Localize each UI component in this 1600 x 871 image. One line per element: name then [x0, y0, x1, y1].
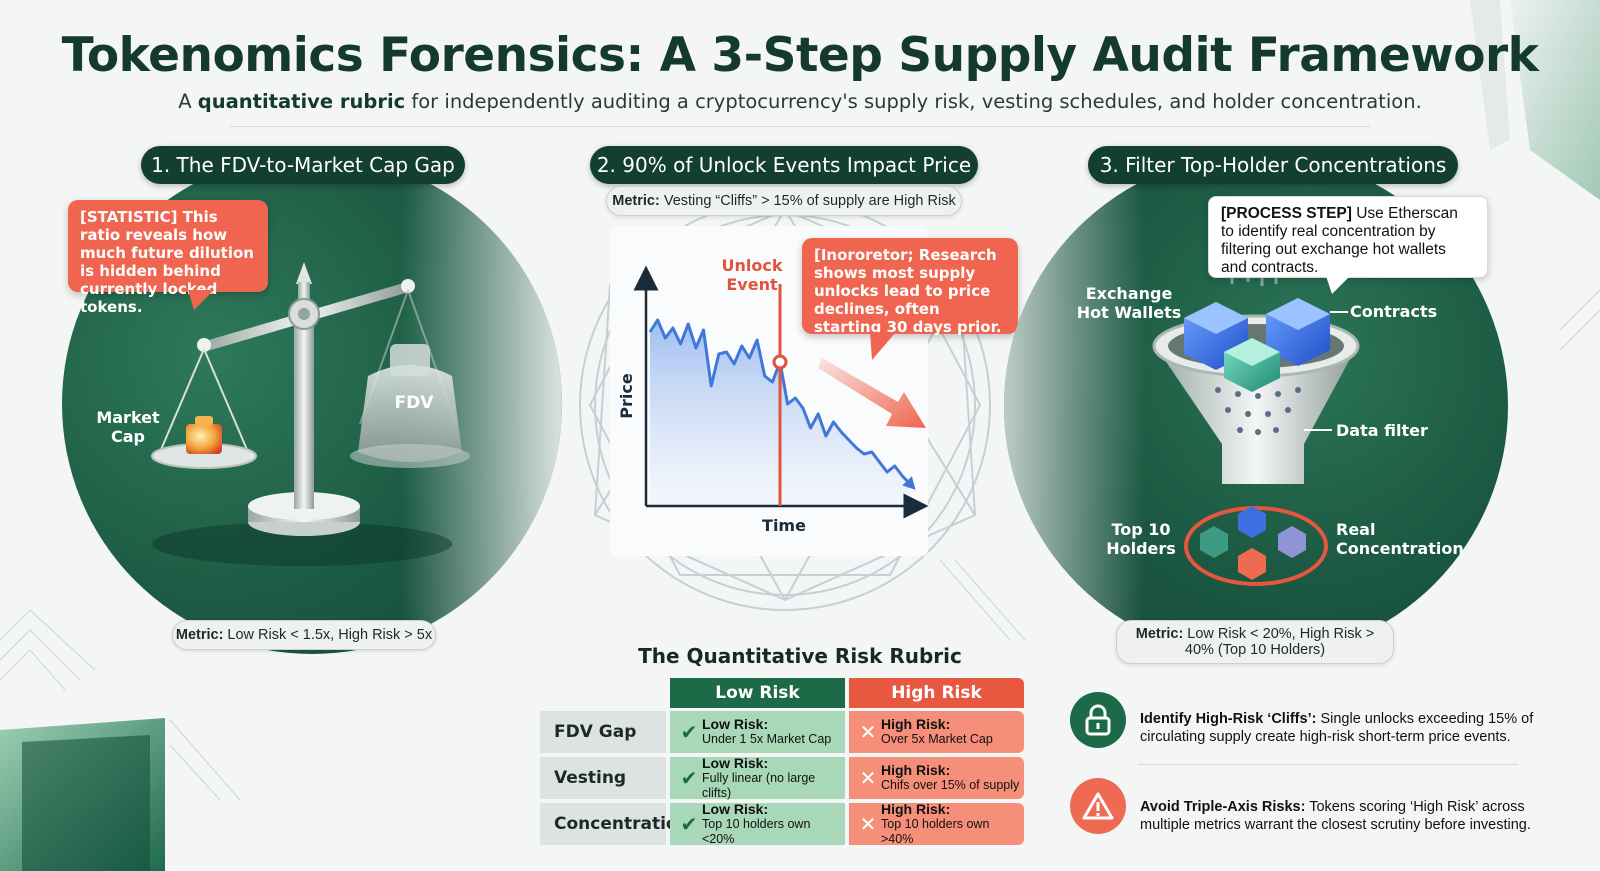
rubric-cell-high: ✕High Risk:Top 10 holders own >40% — [849, 801, 1024, 846]
market-cap-label: Market Cap — [96, 408, 160, 446]
callout-tail — [188, 290, 214, 310]
rubric-cell-low: ✔Low Risk:Top 10 holders own <20% — [670, 801, 845, 846]
cross-icon: ✕ — [859, 721, 877, 744]
header-divider — [230, 126, 1370, 127]
exchange-hot-wallets-label: Exchange Hot Wallets — [1076, 284, 1182, 322]
cross-icon: ✕ — [859, 813, 877, 836]
real-concentration-label: Real Concentration — [1336, 520, 1464, 558]
warning-icon — [1070, 778, 1126, 834]
step3-heading: 3. Filter Top-Holder Concentrations — [1088, 146, 1458, 184]
cross-icon: ✕ — [859, 767, 877, 790]
rubric-row-vesting: Vesting — [540, 757, 666, 799]
rubric-col-low-risk: Low Risk — [670, 678, 845, 708]
lock-icon — [1070, 692, 1126, 748]
rubric-cell-low: ✔Low Risk:Under 1 5x Market Cap — [670, 711, 845, 753]
rubric-cell-high: ✕High Risk:Chifs over 15% of supply — [849, 757, 1024, 799]
callout-tail — [1326, 276, 1350, 294]
price-line-arrowhead — [902, 476, 916, 490]
note-triple-axis: Avoid Triple-Axis Risks: Tokens scoring … — [1140, 799, 1531, 833]
data-filter-label: Data filter — [1336, 421, 1428, 440]
rubric-col-high-risk: High Risk — [849, 678, 1024, 708]
x-axis-label: Time — [762, 516, 806, 535]
step2-heading: 2. 90% of Unlock Events Impact Price — [590, 146, 978, 184]
callout-tail — [870, 332, 896, 360]
note-cliffs: Identify High-Risk ‘Cliffs’: Single unlo… — [1140, 711, 1534, 745]
step3-process-callout: [PROCESS STEP] Use Etherscan to identify… — [1208, 196, 1488, 278]
unlock-event-label: Unlock Event — [721, 256, 783, 294]
rubric-cell-high: ✕High Risk:Over 5x Market Cap — [849, 711, 1024, 753]
top-10-holders-label: Top 10 Holders — [1106, 520, 1176, 558]
rubric-title: The Quantitative Risk Rubric — [638, 644, 962, 668]
check-icon: ✔ — [680, 767, 698, 790]
page-subtitle: A quantitative rubric for independently … — [178, 90, 1422, 113]
step2-metric: Metric:Vesting “Cliffs” > 15% of supply … — [606, 186, 962, 216]
decline-arrow-icon — [818, 358, 926, 428]
step2-research-callout: [Inororetor; Research shows most supply … — [802, 238, 1018, 336]
unlock-event-marker — [772, 354, 788, 370]
rubric-row-concentration: Concentration — [540, 803, 690, 845]
rubric-cell-low: ✔Low Risk:Fully linear (no large clifts) — [670, 755, 845, 800]
balance-scale-illustration — [151, 262, 470, 566]
step1-heading: 1. The FDV-to-Market Cap Gap — [141, 146, 465, 184]
check-icon: ✔ — [680, 813, 698, 836]
data-filter-funnel-illustration — [1152, 234, 1360, 586]
y-axis-label: Price — [617, 373, 636, 419]
step1-metric: Metric:Low Risk < 1.5x, High Risk > 5x — [172, 620, 436, 650]
unlock-price-chart: Price Time — [617, 265, 929, 535]
page-title: Tokenomics Forensics: A 3-Step Supply Au… — [61, 28, 1539, 83]
rubric-row-fdv-gap: FDV Gap — [540, 711, 666, 753]
notes-divider — [1138, 764, 1518, 765]
fdv-label: FDV — [394, 393, 434, 413]
step3-metric: Metric:Low Risk < 20%, High Risk > 40% (… — [1116, 620, 1394, 664]
step1-statistic-callout: [STATISTIC] This ratio reveals how much … — [68, 200, 268, 316]
contracts-label: Contracts — [1350, 302, 1438, 321]
check-icon: ✔ — [680, 721, 698, 744]
